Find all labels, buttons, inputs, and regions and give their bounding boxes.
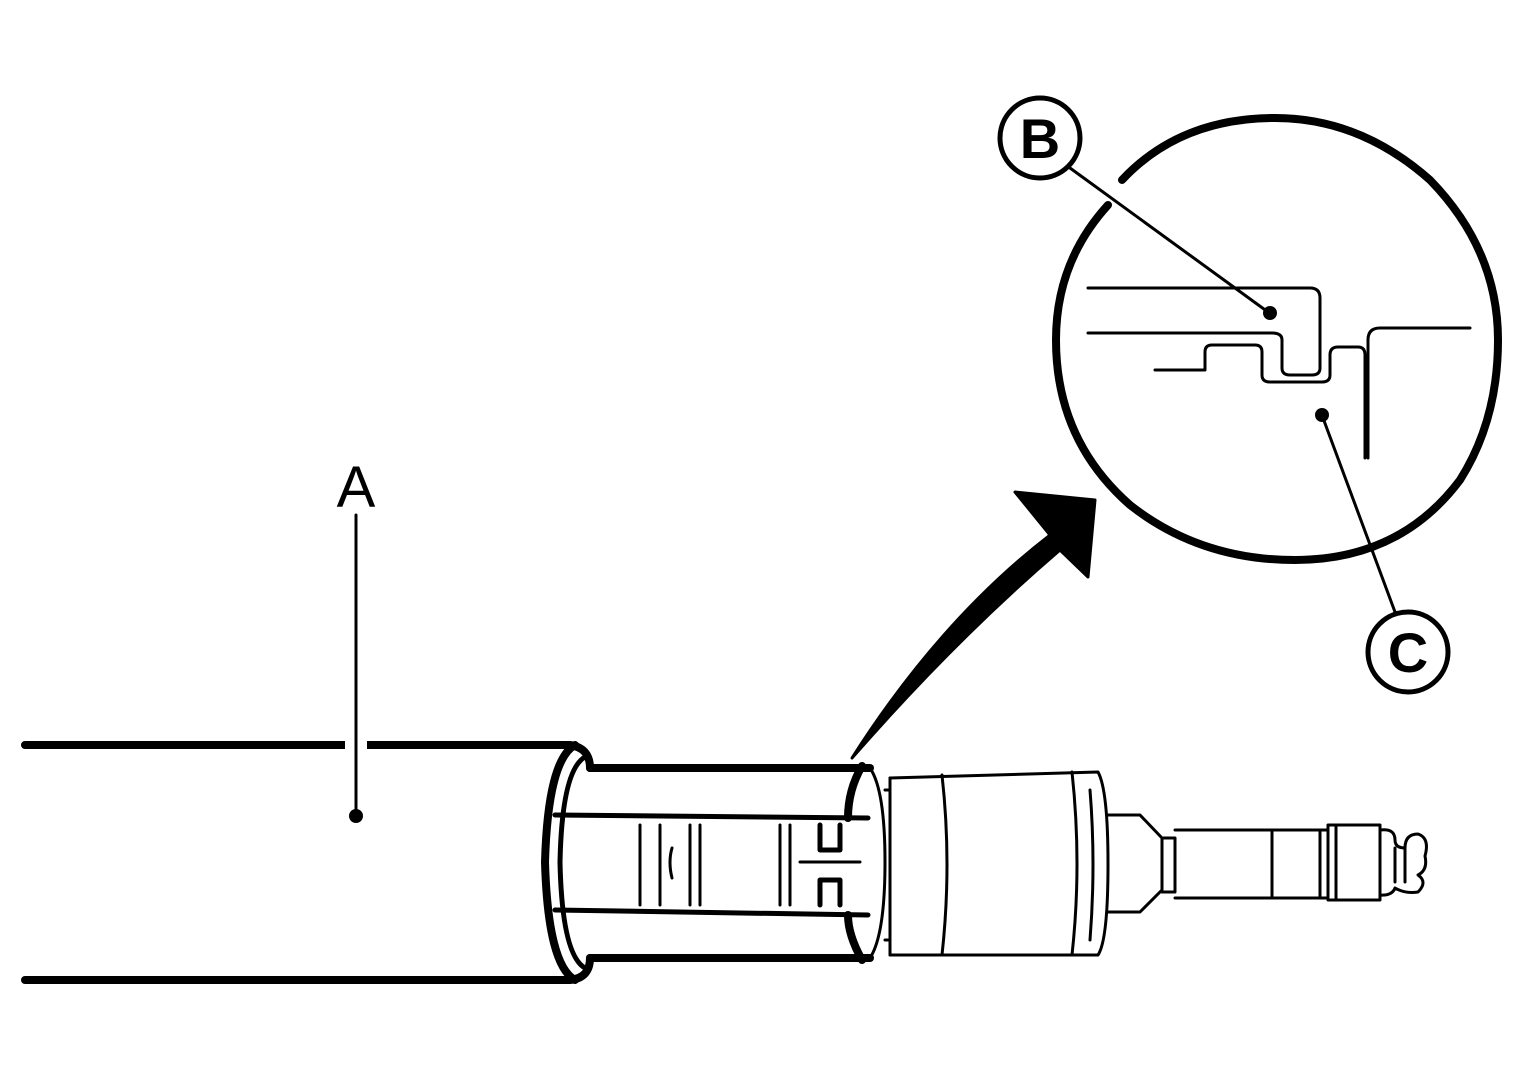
inner-sleeve bbox=[552, 762, 887, 964]
label-a-callout: A bbox=[337, 455, 376, 823]
label-c-callout: C bbox=[1315, 408, 1451, 695]
label-a-dot bbox=[349, 809, 363, 823]
injector-nozzle bbox=[1106, 813, 1428, 914]
detail-seal-profile bbox=[1086, 286, 1472, 460]
label-a: A bbox=[337, 455, 376, 520]
detail-circle bbox=[1052, 114, 1502, 564]
injector-inner-parts bbox=[638, 822, 862, 908]
outer-tube bbox=[21, 741, 594, 984]
zoom-arrow bbox=[850, 490, 1097, 760]
label-c-dot bbox=[1315, 408, 1329, 422]
label-b-callout: B bbox=[997, 95, 1277, 320]
label-c: C bbox=[1388, 621, 1428, 684]
label-b: B bbox=[1020, 107, 1060, 170]
label-b-dot bbox=[1263, 306, 1277, 320]
injector-body bbox=[883, 770, 1110, 957]
